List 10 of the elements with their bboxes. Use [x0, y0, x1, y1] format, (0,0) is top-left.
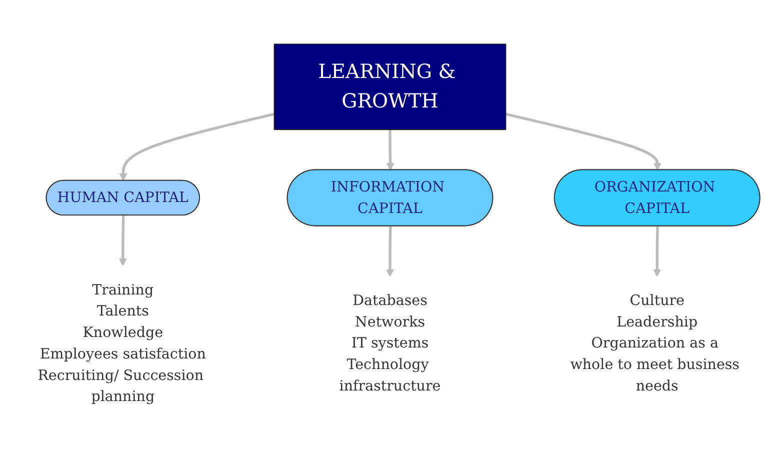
node-box: LEARNING & GROWTH — [274, 44, 506, 130]
node-text: Databases Networks IT systems Technology infrastructure — [339, 292, 441, 394]
arrow — [386, 226, 394, 277]
arrow — [118, 216, 127, 266]
arrow — [386, 130, 394, 171]
node-text: Training Talents Knowledge Employees satisfaction Recruiting/ Succession planning — [38, 281, 206, 405]
arrow — [653, 226, 662, 277]
arrow — [119, 112, 275, 182]
arrow — [505, 112, 662, 171]
node-text: Culture Leadership Organization as a whole to meet business needs — [570, 292, 740, 394]
